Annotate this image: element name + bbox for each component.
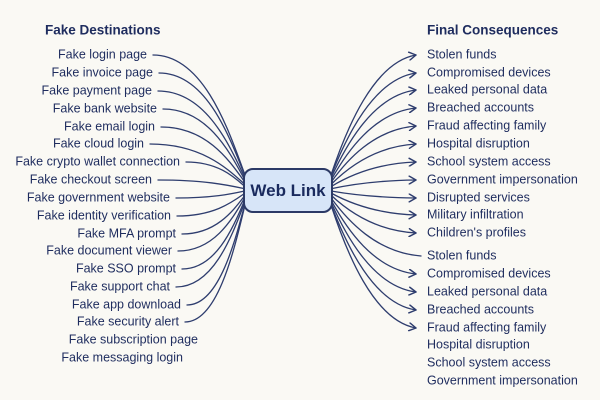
final-consequence-label: Military infiltration — [427, 207, 524, 222]
connector-curve — [181, 194, 246, 235]
final-consequence-label: Fraud affecting family — [427, 118, 547, 133]
connector-curve — [330, 192, 416, 215]
final-consequence-label: Hospital disruption — [427, 337, 530, 352]
fake-destination-label: Fake checkout screen — [29, 172, 152, 187]
connector-curve — [330, 126, 416, 183]
fake-destination-label: Fake email login — [63, 119, 155, 134]
connector-curve — [157, 90, 246, 179]
final-consequence-label: Children's profiles — [427, 225, 526, 240]
fake-destination-label: Fake identity verification — [36, 208, 171, 223]
fake-destination-label: Fake login page — [58, 47, 147, 62]
connector-curve — [160, 126, 246, 184]
connector-curve — [184, 204, 246, 323]
final-consequence-label: Fraud affecting family — [427, 320, 547, 335]
connector-curve — [330, 190, 416, 198]
connector-curve — [330, 201, 416, 292]
connector-curve — [330, 197, 422, 257]
connector-curve — [330, 180, 416, 190]
fake-destination-label: Fake subscription page — [68, 332, 198, 347]
connector-curve — [162, 108, 246, 181]
right-column-title: Final Consequences — [427, 22, 559, 38]
fake-destination-label: Fake SSO prompt — [75, 261, 176, 276]
final-consequence-label: Compromised devices — [427, 65, 551, 80]
final-consequence-label: Compromised devices — [427, 266, 551, 281]
final-consequence-label: Stolen funds — [427, 248, 497, 263]
fake-destination-label: Fake cloud login — [52, 136, 144, 151]
fake-destination-label: Fake support chat — [69, 279, 170, 294]
fake-destination-label: Fake crypto wallet connection — [15, 154, 180, 169]
connector-curve — [330, 162, 416, 188]
connector-curve — [175, 200, 246, 288]
fake-destination-label: Fake invoice page — [51, 65, 153, 80]
connector-curve — [177, 196, 246, 252]
final-consequence-label: Government impersonation — [427, 172, 578, 187]
left-column-title: Fake Destinations — [45, 22, 161, 38]
fake-destination-label: Fake payment page — [41, 83, 153, 98]
connector-curve — [330, 144, 416, 186]
connector-curve — [158, 72, 246, 177]
final-consequence-label: Stolen funds — [427, 47, 497, 62]
final-consequence-label: Government impersonation — [427, 373, 578, 388]
connector-curve — [181, 198, 246, 270]
connector-curve — [330, 204, 416, 328]
connector-curve — [175, 190, 246, 199]
connector-curve — [330, 90, 416, 179]
final-consequence-label: Hospital disruption — [427, 136, 530, 151]
final-consequence-label: School system access — [427, 355, 551, 370]
connector-curve — [330, 108, 416, 181]
final-consequence-label: Leaked personal data — [427, 82, 548, 97]
final-consequence-label: Disrupted services — [427, 190, 530, 205]
final-consequence-label: School system access — [427, 154, 551, 169]
connector-curve — [330, 199, 416, 274]
connector-curve — [330, 203, 416, 310]
center-node-web-link: Web Link — [243, 168, 333, 213]
connector-curve — [152, 54, 246, 176]
fake-destination-label: Fake MFA prompt — [77, 226, 176, 241]
connector-curve — [185, 161, 246, 188]
connector-curve — [149, 143, 246, 186]
connector-curve — [186, 203, 246, 306]
final-consequence-label: Breached accounts — [427, 100, 535, 115]
fake-destination-label: Fake security alert — [76, 314, 179, 329]
connector-curve — [330, 55, 416, 176]
connector-curve — [330, 194, 416, 233]
fake-destination-label: Fake government website — [26, 190, 170, 205]
connector-curve — [157, 179, 246, 190]
fake-destination-label: Fake document viewer — [46, 243, 172, 258]
connector-curve — [176, 192, 246, 217]
fake-destination-label: Fake messaging login — [61, 350, 183, 365]
final-consequence-label: Leaked personal data — [427, 284, 548, 299]
final-consequence-label: Breached accounts — [427, 302, 535, 317]
connector-curve — [330, 73, 416, 177]
fake-destination-label: Fake app download — [71, 297, 181, 312]
fake-destination-label: Fake bank website — [52, 101, 157, 116]
